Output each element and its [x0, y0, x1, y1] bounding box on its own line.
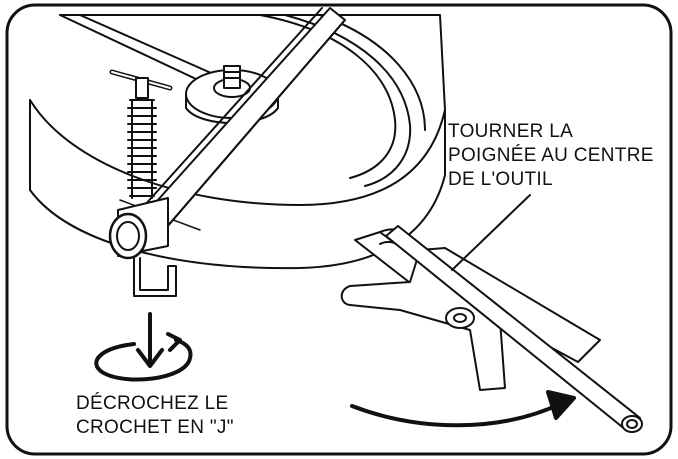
unhook-line-1: DÉCROCHEZ LE [76, 393, 229, 414]
cleaner-deck [29, 14, 446, 270]
turn-handle-line-1: TOURNER LA [448, 121, 574, 142]
center-rod [385, 225, 643, 433]
unhook-instruction: DÉCROCHEZ LE CROCHET EN "J" [76, 392, 234, 440]
pivot-tube [108, 197, 177, 297]
leader-line [451, 194, 531, 271]
rotate-arrow-icon [94, 312, 193, 382]
turn-handle-instruction: TOURNER LA POIGNÉE AU CENTRE DE L'OUTIL [448, 120, 654, 192]
wrench-tool [340, 228, 601, 391]
panel-border [5, 3, 673, 456]
turn-handle-line-3: DE L'OUTIL [448, 169, 553, 190]
spring-assembly [109, 69, 173, 199]
curved-arrow-icon [350, 390, 576, 428]
turn-handle-line-2: POIGNÉE AU CENTRE [448, 145, 654, 166]
unhook-line-2: CROCHET EN "J" [76, 417, 234, 438]
